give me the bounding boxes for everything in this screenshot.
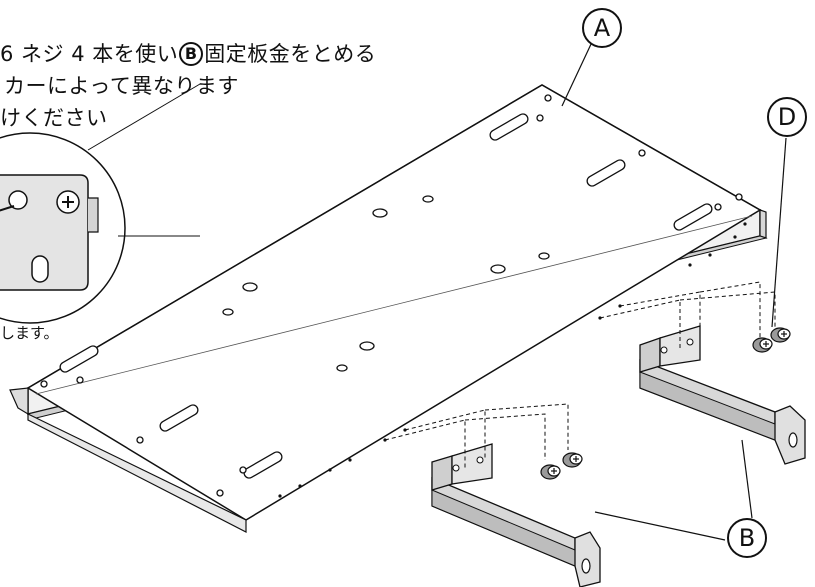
leader-lines (561, 41, 787, 541)
inset-note: します。 (0, 324, 59, 342)
alignment-guides (384, 281, 776, 468)
instruction-line-1-pre: 6 ネジ 4 本を使い (0, 42, 179, 66)
detail-inset (0, 83, 201, 324)
bracket-b-right (639, 325, 806, 465)
bracket-b-left (431, 443, 601, 587)
instruction-line-3: けください (0, 106, 108, 130)
instruction-line-1-post: 固定板金をとめる (204, 42, 377, 66)
screws (540, 327, 791, 480)
label-d: D (767, 97, 807, 137)
part-b-reference: B (179, 42, 204, 66)
base-plate-a (9, 84, 768, 533)
instruction-line-2: カーによって異なります (4, 74, 239, 98)
label-b: B (727, 518, 767, 558)
label-a: A (582, 8, 622, 48)
